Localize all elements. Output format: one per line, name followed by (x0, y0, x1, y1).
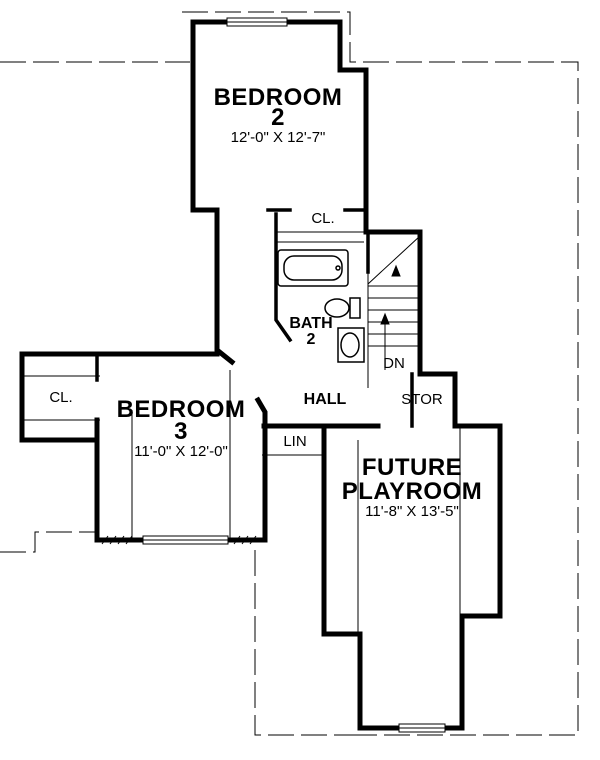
playroom-name-line1: FUTURE (361, 454, 463, 481)
windows (142, 17, 446, 733)
closet-label-bedroom2: CL. (311, 210, 335, 227)
bedroom3-name: BEDROOM (116, 396, 246, 423)
stair-arrow-icon (380, 264, 401, 325)
linen-label: LIN (283, 433, 307, 450)
bath2-name: BATH (289, 315, 333, 332)
playroom-name-line2: PLAYROOM (341, 478, 483, 505)
bedroom3-number: 3 (174, 418, 188, 445)
interior-walls (95, 208, 457, 428)
bedroom2-name: BEDROOM (213, 84, 343, 111)
window-hatching (101, 535, 257, 545)
stair-down-label: DN (383, 355, 405, 372)
toilet (324, 297, 361, 319)
playroom-dimensions: 11'-8" X 13'-5" (365, 503, 459, 520)
hall-label: HALL (303, 391, 347, 408)
roof-outline (0, 11, 579, 736)
closet-label-bedroom3: CL. (49, 389, 73, 406)
bathtub (277, 249, 349, 287)
bedroom3-dimensions: 11'-0" X 12'-0" (134, 443, 228, 460)
bedroom2-dimensions: 12'-0" X 12'-7" (230, 129, 326, 146)
storage-label: STOR (401, 391, 443, 408)
exterior-walls (19, 19, 503, 731)
bedroom2-number: 2 (271, 104, 285, 131)
staircase (367, 235, 421, 370)
bath2-number: 2 (306, 331, 316, 348)
sink (337, 327, 365, 363)
